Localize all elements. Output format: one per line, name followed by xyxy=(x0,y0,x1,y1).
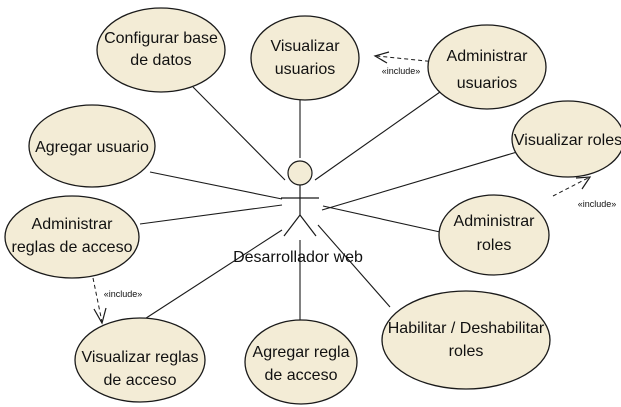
actor-head-icon xyxy=(287,160,313,186)
actor-desarrollador-web: Desarrollador web xyxy=(233,160,363,266)
use-case-habilitar-deshabilitar-roles: Habilitar / Deshabilitar roles xyxy=(381,290,551,390)
assoc-administrar-roles xyxy=(322,205,441,233)
include-label-roles: «include» xyxy=(578,199,617,209)
use-case-label: usuarios xyxy=(275,61,335,78)
assoc-visualizar-reglas xyxy=(139,229,283,323)
use-case-visualizar-usuarios: Visualizar usuarios xyxy=(250,15,360,101)
use-case-label: de acceso xyxy=(104,372,177,389)
assoc-agregar-usuario xyxy=(149,171,283,200)
use-case-ellipse xyxy=(427,24,547,110)
use-case-label: reglas de acceso xyxy=(12,239,133,256)
include-arrowhead-usuarios xyxy=(373,51,390,64)
use-case-label: Agregar regla xyxy=(253,344,350,361)
include-line-usuarios xyxy=(376,55,437,63)
use-case-label: Visualizar roles xyxy=(514,132,621,149)
use-case-label: Habilitar / Deshabilitar xyxy=(388,320,545,337)
assoc-administrar-reglas xyxy=(139,204,283,225)
use-case-label: roles xyxy=(477,237,512,254)
use-case-agregar-regla-de-acceso: Agregar regla de acceso xyxy=(244,319,358,405)
use-case-ellipse xyxy=(28,104,156,188)
use-case-visualizar-reglas-de-acceso: Visualizar reglas de acceso xyxy=(74,317,206,403)
assoc-administrar-usuarios xyxy=(314,91,441,181)
use-case-ellipse xyxy=(438,194,550,276)
actor-left-leg xyxy=(283,214,301,237)
use-case-visualizar-roles: Visualizar roles xyxy=(511,100,621,178)
associations xyxy=(139,86,518,323)
use-case-ellipse xyxy=(381,290,551,390)
use-case-label: de datos xyxy=(130,52,191,69)
include-label-reglas: «include» xyxy=(104,289,143,299)
use-case-ellipse xyxy=(96,7,226,93)
use-case-label: de acceso xyxy=(265,367,338,384)
use-case-label: Agregar usuario xyxy=(35,139,149,156)
use-case-ellipse xyxy=(244,319,358,405)
use-case-ellipse xyxy=(250,15,360,101)
use-case-label: Administrar xyxy=(32,216,114,233)
use-case-administrar-usuarios: Administrar usuarios xyxy=(427,24,547,110)
use-case-label: Configurar base xyxy=(104,30,218,47)
use-case-label: Visualizar xyxy=(270,38,340,55)
use-case-administrar-roles: Administrar roles xyxy=(438,194,550,276)
use-case-ellipse xyxy=(511,100,621,178)
include-dependencies: «include» «include» «include» xyxy=(92,51,617,325)
assoc-habilitar-roles xyxy=(317,224,391,308)
use-case-ellipse xyxy=(74,317,206,403)
include-label-usuarios: «include» xyxy=(382,66,421,76)
use-case-administrar-reglas-de-acceso: Administrar reglas de acceso xyxy=(4,195,140,279)
actor-right-leg xyxy=(299,214,317,237)
actor-label: Desarrollador web xyxy=(233,249,363,266)
use-case-label: Administrar xyxy=(447,48,529,65)
use-case-label: roles xyxy=(449,343,484,360)
use-case-configurar-base-de-datos: Configurar base de datos xyxy=(96,7,226,93)
use-case-label: Visualizar reglas xyxy=(81,349,198,366)
include-arrowhead-reglas xyxy=(93,307,107,325)
include-arrowhead-roles xyxy=(575,176,592,190)
assoc-visualizar-roles xyxy=(321,151,518,211)
use-case-ellipse xyxy=(4,195,140,279)
use-case-agregar-usuario: Agregar usuario xyxy=(28,104,156,188)
use-case-label: usuarios xyxy=(457,75,517,92)
use-case-label: Administrar xyxy=(454,213,536,230)
include-line-reglas xyxy=(92,277,103,323)
assoc-configurar-bd xyxy=(192,86,286,181)
